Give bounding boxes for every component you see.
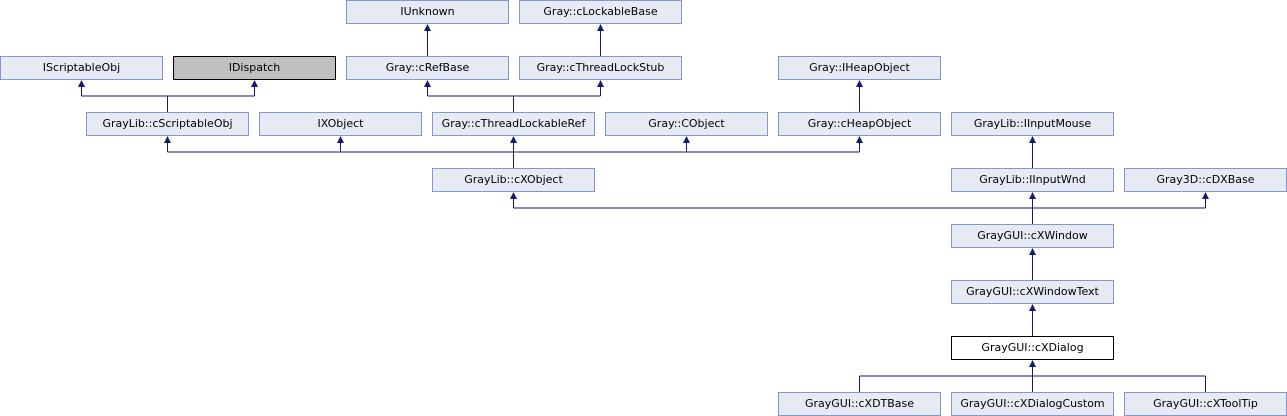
node-cxobject[interactable]: GrayLib::cXObject — [432, 168, 595, 192]
node-cxtooltip[interactable]: GrayGUI::cXToolTip — [1124, 392, 1287, 416]
node-cxdtbase[interactable]: GrayGUI::cXDTBase — [778, 392, 941, 416]
arrowhead-cxobject — [510, 192, 517, 199]
node-ixobject[interactable]: IXObject — [259, 112, 422, 136]
arrowhead-cscriptableobj — [164, 136, 171, 143]
arrowhead-idispatch — [251, 80, 258, 87]
arrowhead-cthreadlockstub — [597, 80, 604, 87]
node-iheapobject[interactable]: Gray::IHeapObject — [778, 56, 941, 80]
node-iinputwnd[interactable]: GrayLib::IInputWnd — [951, 168, 1114, 192]
arrowhead-cheapobject — [856, 136, 863, 143]
arrowhead-iscriptableobj — [78, 80, 85, 87]
arrowhead-cobject — [683, 136, 690, 143]
arrowhead-iunknown — [424, 24, 431, 31]
arrowhead-cthreadlockableref — [510, 136, 517, 143]
arrowhead-cxwindowtext — [1029, 304, 1036, 311]
arrowhead-iinputmouse — [1029, 136, 1036, 143]
arrowhead-cdxbase — [1202, 192, 1209, 199]
arrowhead-iheapobject — [856, 80, 863, 87]
node-cxdialog: GrayGUI::cXDialog — [951, 336, 1114, 360]
node-clockablebase[interactable]: Gray::cLockableBase — [519, 0, 682, 24]
node-cdxbase[interactable]: Gray3D::cDXBase — [1124, 168, 1287, 192]
arrowhead-clockablebase — [597, 24, 604, 31]
node-iscriptableobj[interactable]: IScriptableObj — [0, 56, 163, 80]
node-iunknown[interactable]: IUnknown — [346, 0, 509, 24]
node-cxwindow[interactable]: GrayGUI::cXWindow — [951, 224, 1114, 248]
node-cxdialogcustom[interactable]: GrayGUI::cXDialogCustom — [951, 392, 1114, 416]
node-cscriptableobj[interactable]: GrayLib::cScriptableObj — [86, 112, 249, 136]
node-crefbase[interactable]: Gray::cRefBase — [346, 56, 509, 80]
node-cheapobject[interactable]: Gray::cHeapObject — [778, 112, 941, 136]
node-iinputmouse[interactable]: GrayLib::IInputMouse — [951, 112, 1114, 136]
node-cthreadlockableref[interactable]: Gray::cThreadLockableRef — [432, 112, 595, 136]
arrowhead-iinputwnd — [1029, 192, 1036, 199]
node-idispatch[interactable]: IDispatch — [173, 56, 336, 80]
node-cobject[interactable]: Gray::CObject — [605, 112, 768, 136]
node-cthreadlockstub[interactable]: Gray::cThreadLockStub — [519, 56, 682, 80]
arrowhead-cxwindow — [1029, 248, 1036, 255]
arrowhead-crefbase — [424, 80, 431, 87]
arrowhead-cxdialog — [1029, 360, 1036, 367]
arrowhead-ixobject — [337, 136, 344, 143]
node-cxwindowtext[interactable]: GrayGUI::cXWindowText — [951, 280, 1114, 304]
